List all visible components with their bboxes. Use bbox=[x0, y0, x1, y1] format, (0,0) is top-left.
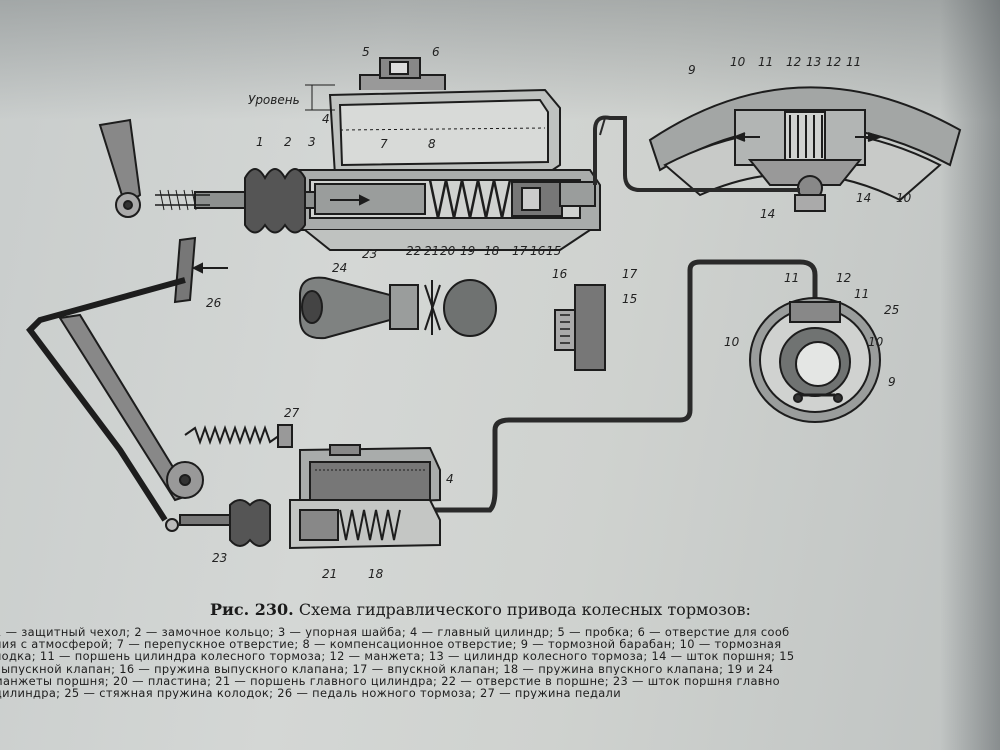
part-number-label: 18 bbox=[368, 567, 384, 581]
master-cylinder-bottom bbox=[179, 444, 441, 550]
part-number-label: 23 bbox=[362, 247, 377, 261]
diagram-labels: Уровень 1 2 3 4 5 6 7 8 9 10 11 12 13 12… bbox=[206, 45, 912, 581]
level-label: Уровень bbox=[248, 93, 300, 107]
figure-title: Схема гидравлического привода колесных т… bbox=[298, 600, 751, 619]
part-number-label: 19 bbox=[460, 244, 475, 258]
part-number-label: 26 bbox=[206, 296, 222, 310]
part-number-label: 2 bbox=[284, 135, 292, 149]
part-number-label: 6 bbox=[432, 45, 440, 59]
part-number-label: 3 bbox=[308, 135, 316, 149]
part-number-label: 15 bbox=[546, 244, 561, 258]
part-number-label: 10 bbox=[896, 191, 912, 205]
part-number-label: 11 bbox=[784, 271, 799, 285]
part-number-label: 24 bbox=[332, 261, 347, 275]
figure-caption: Рис. 230. Схема гидравлического привода … bbox=[210, 600, 910, 619]
part-number-label: 14 bbox=[856, 191, 871, 205]
legend-line: лодка; 11 — поршень цилиндра колесного т… bbox=[0, 650, 795, 663]
legend-line: 1 — защитный чехол; 2 — замочное кольцо;… bbox=[0, 626, 790, 639]
part-number-label: 15 bbox=[622, 292, 637, 306]
part-number-label: 23 bbox=[212, 551, 227, 565]
part-number-label: 18 bbox=[484, 244, 500, 258]
part-number-label: 12 bbox=[786, 55, 801, 69]
part-number-label: 20 bbox=[440, 244, 456, 258]
part-number-label: 10 bbox=[724, 335, 740, 349]
part-number-label: 11 bbox=[758, 55, 773, 69]
part-number-label: 9 bbox=[888, 375, 896, 389]
legend-line: цилиндра; 25 — стяжная пружина колодок; … bbox=[0, 687, 621, 700]
part-number-label: 21 bbox=[424, 244, 439, 258]
brake-pedal bbox=[26, 236, 293, 532]
legend-line: ния с атмосферой; 7 — перепускное отверс… bbox=[0, 638, 782, 651]
brake-drum bbox=[749, 297, 881, 423]
part-number-label: 17 bbox=[622, 267, 638, 281]
part-number-label: 21 bbox=[322, 567, 337, 581]
part-number-label: 5 bbox=[362, 45, 370, 59]
legend-line: выпускной клапан; 16 — пружина выпускног… bbox=[0, 662, 774, 675]
brake-lines bbox=[430, 115, 818, 513]
hydraulic-brake-diagram: Уровень 1 2 3 4 5 6 7 8 9 10 11 12 13 12… bbox=[26, 45, 962, 581]
legend-line: манжеты поршня; 20 — пластина; 21 — порш… bbox=[0, 674, 780, 688]
part-number-label: 27 bbox=[284, 406, 300, 420]
part-number-label: 11 bbox=[854, 287, 869, 301]
part-number-label: 4 bbox=[322, 112, 330, 126]
part-number-label: 17 bbox=[512, 244, 528, 258]
part-number-label: 22 bbox=[406, 244, 421, 258]
figure-number: Рис. 230. bbox=[210, 600, 294, 619]
part-number-label: 14 bbox=[760, 207, 775, 221]
part-number-label: 9 bbox=[688, 63, 696, 77]
part-number-label: 16 bbox=[530, 244, 546, 258]
part-number-label: 11 bbox=[846, 55, 861, 69]
part-number-label: 10 bbox=[868, 335, 884, 349]
master-cylinder-top bbox=[98, 57, 601, 251]
figure-legend: 1 — защитный чехол; 2 — замочное кольцо;… bbox=[0, 626, 1000, 699]
wheel-cylinder-section bbox=[648, 86, 962, 212]
part-number-label: 13 bbox=[806, 55, 821, 69]
part-number-label: 12 bbox=[836, 271, 851, 285]
valve-detail bbox=[554, 284, 606, 371]
part-number-label: 16 bbox=[552, 267, 568, 281]
part-number-label: 1 bbox=[256, 135, 264, 149]
part-number-label: 12 bbox=[826, 55, 841, 69]
part-number-label: 8 bbox=[428, 137, 436, 151]
part-number-label: 4 bbox=[446, 472, 454, 486]
piston-detail bbox=[299, 276, 497, 340]
part-number-label: 25 bbox=[884, 303, 899, 317]
part-number-label: 7 bbox=[380, 137, 388, 151]
part-number-label: 10 bbox=[730, 55, 746, 69]
